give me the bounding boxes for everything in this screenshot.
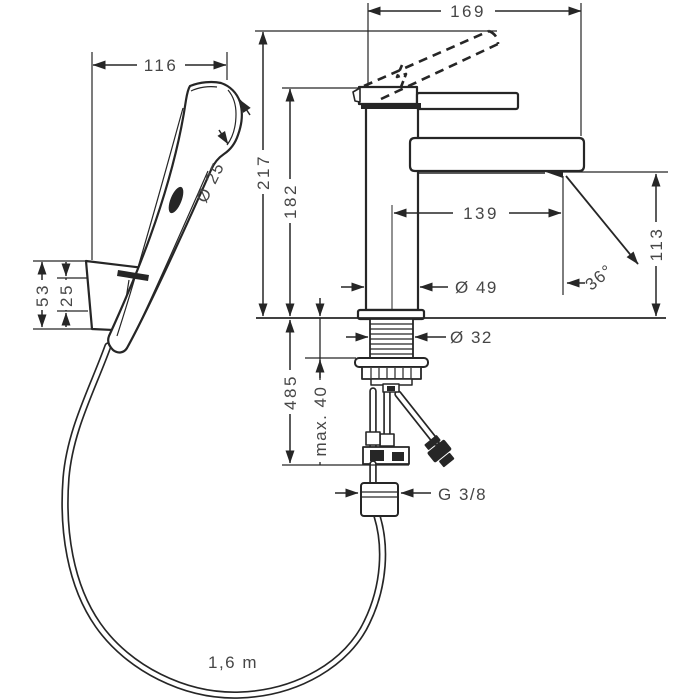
dim-label-hose-length: 1,6 m [208, 653, 258, 672]
handle-lever [415, 91, 520, 111]
dim-label-height-body: 182 [281, 183, 300, 219]
handshower-button [168, 186, 184, 214]
dim-label-body-diameter: Ø 49 [455, 278, 498, 297]
supply-connections [360, 387, 455, 517]
dim-label-spray-angle: 36° [582, 260, 617, 294]
dim-label-spout-reach: 139 [463, 204, 499, 223]
hand-shower-hose [61, 342, 387, 699]
dim-label-holder-offset: 25 [57, 283, 76, 307]
dim-label-height-total: 217 [254, 154, 273, 190]
dim-label-shank-diameter: Ø 32 [450, 328, 493, 347]
mounting-nut [361, 366, 422, 393]
dim-label-overall-depth: 169 [450, 2, 486, 21]
faucet [352, 29, 586, 393]
dim-label-connection-thread: G 3/8 [438, 485, 487, 504]
hose-attachment-connector [424, 435, 455, 468]
dim-label-max-deck-thickness: max. 40 [311, 386, 330, 457]
dim-label-handshower-reach: 116 [144, 56, 179, 75]
hand-shower [107, 80, 243, 354]
extension-lines [33, 3, 668, 466]
dim-label-spout-height: 113 [647, 227, 666, 262]
threaded-shank [369, 318, 414, 359]
g38-coupling [360, 482, 399, 517]
dim-label-hose-drop: 485 [281, 374, 300, 410]
holder-clip [117, 270, 149, 281]
aerator-outlet [543, 171, 563, 178]
handle-raised-position [363, 29, 500, 101]
dim-label-holder-height: 53 [33, 283, 52, 307]
